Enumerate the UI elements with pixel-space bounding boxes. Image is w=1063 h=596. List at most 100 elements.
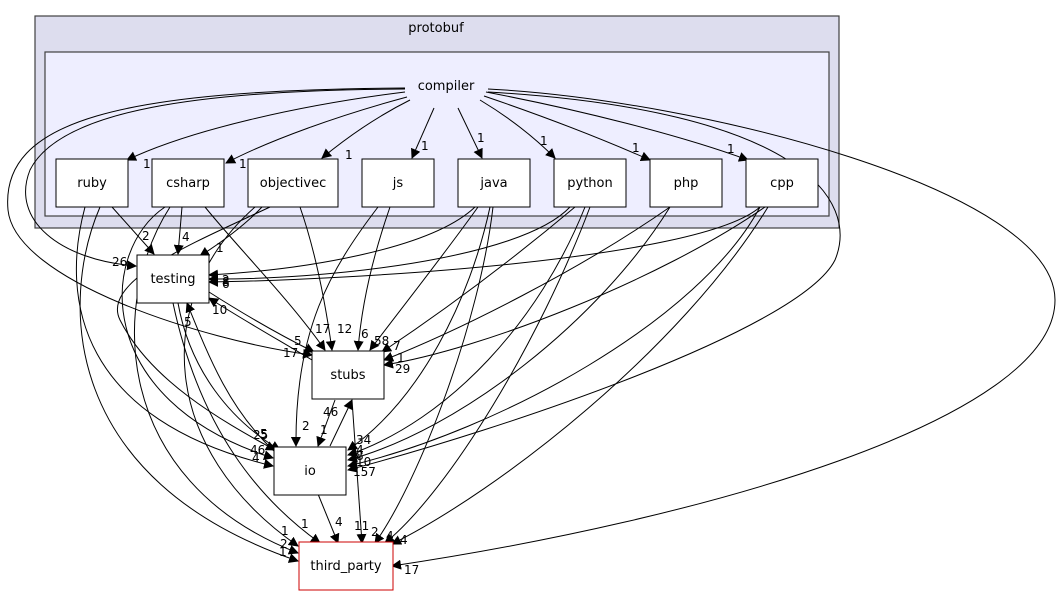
- edge-cpp-stubs: [383, 206, 766, 369]
- node-ruby[interactable]: ruby: [55, 158, 129, 208]
- edge-label: 4: [182, 230, 190, 244]
- edge-label: 1: [477, 131, 485, 145]
- node-third-party-label: third_party: [310, 559, 381, 574]
- edge-io-stubs: [329, 399, 353, 447]
- node-io-label: io: [304, 464, 316, 479]
- node-objectivec-label: objectivec: [260, 176, 327, 191]
- edge-compiler-testing: [25, 88, 406, 271]
- edge-label: 29: [395, 362, 410, 376]
- edge-label: 17: [315, 322, 330, 336]
- edge-compiler-java: [457, 107, 483, 159]
- edge-label: 4: [356, 443, 364, 457]
- edge-php-io: [347, 206, 671, 463]
- edge-testing-thirdparty: [172, 302, 321, 544]
- edge-python-io: [347, 206, 586, 457]
- edge-label: 6: [222, 277, 230, 291]
- edge-label: 1: [143, 157, 151, 171]
- edge-csharp-stubs: [204, 206, 326, 351]
- node-testing[interactable]: testing: [136, 254, 210, 304]
- node-java[interactable]: java: [457, 158, 531, 208]
- edge-label: 10: [212, 303, 227, 317]
- edge-objectivec-testing: [199, 206, 263, 257]
- edge-csharp-thirdparty: [134, 206, 299, 555]
- node-js[interactable]: js: [361, 158, 435, 208]
- edge-label: 1: [345, 148, 353, 162]
- node-io[interactable]: io: [273, 446, 347, 496]
- edge-label: 157: [353, 465, 376, 479]
- edge-objectivec-io: [117, 206, 276, 451]
- edge-label: 1: [540, 134, 548, 148]
- edge-compiler-cpp: [485, 91, 749, 162]
- edge-cpp-io: [347, 206, 761, 469]
- edge-cpp-testing: [208, 206, 761, 287]
- node-objectivec[interactable]: objectivec: [247, 158, 339, 208]
- edge-label: 1: [279, 545, 287, 559]
- edge-label: 2: [222, 273, 230, 287]
- edge-testing-io: [177, 302, 281, 451]
- edge-label: 1: [301, 517, 309, 531]
- edge-label: 4: [386, 529, 394, 543]
- edge-python-thirdparty: [384, 206, 591, 544]
- edge-label: 2: [371, 525, 379, 539]
- edge-csharp-io: [121, 206, 274, 461]
- edge-testing-stubs: [208, 291, 315, 353]
- node-csharp[interactable]: csharp: [151, 158, 225, 208]
- cluster-compiler-label: compiler: [418, 79, 475, 94]
- edge-label: 2: [302, 419, 310, 433]
- edge-python-testing: [208, 206, 571, 285]
- edge-label: 4: [252, 451, 260, 465]
- edge-compiler-stubs: [7, 87, 406, 359]
- edge-io-testing: [185, 302, 276, 453]
- edge-label: 58: [374, 334, 389, 348]
- edge-python-stubs: [381, 206, 576, 353]
- edge-label: 4: [335, 515, 343, 529]
- edge-compiler-ruby: [126, 91, 406, 161]
- edge-cpp-thirdparty: [391, 206, 769, 545]
- edge-label: 17: [283, 346, 298, 360]
- edge-label: 1: [727, 142, 735, 156]
- edge-label: 34: [356, 433, 371, 447]
- edge-label: 2: [142, 229, 150, 243]
- edge-label: 2: [280, 537, 288, 551]
- edge-label: 46: [250, 443, 265, 457]
- edge-js-io: [290, 206, 379, 447]
- node-testing-label: testing: [150, 272, 195, 287]
- edge-label: 1: [239, 157, 247, 171]
- edge-label: 1: [421, 139, 429, 153]
- edges: [7, 87, 1056, 570]
- node-stubs-label: stubs: [330, 368, 365, 383]
- edge-js-stubs: [353, 206, 391, 351]
- node-cpp[interactable]: cpp: [745, 158, 819, 208]
- edge-label: 17: [404, 563, 419, 577]
- edge-java-thirdparty: [374, 206, 494, 544]
- node-js-label: js: [392, 176, 404, 191]
- node-python[interactable]: python: [553, 158, 627, 208]
- edge-io-thirdparty: [317, 493, 340, 544]
- edge-label: 1: [397, 351, 405, 365]
- edge-stubs-testing: [208, 297, 313, 361]
- edge-label: 7: [393, 339, 401, 353]
- edge-label: 46: [323, 405, 338, 419]
- edge-label: 25: [253, 428, 268, 442]
- edge-compiler-csharp: [225, 96, 408, 164]
- node-csharp-label: csharp: [166, 176, 210, 191]
- edge-label: 1: [216, 241, 224, 255]
- node-python-label: python: [567, 176, 612, 191]
- edge-java-io: [347, 206, 491, 451]
- node-third-party[interactable]: third_party: [298, 541, 394, 591]
- node-java-label: java: [479, 176, 507, 191]
- edge-label: 8: [356, 449, 364, 463]
- edge-ruby-io: [75, 206, 274, 469]
- edge-ruby-testing: [111, 206, 155, 255]
- edge-labels: 1 1 1 1 1 1 1 1 26 17 17 2 4 1 2 8 6 10 …: [112, 131, 735, 577]
- edge-label: 6: [361, 327, 369, 341]
- edge-compiler-thirdparty: [391, 88, 1056, 570]
- edge-label: 1: [632, 141, 640, 155]
- edge-label: 12: [337, 322, 352, 336]
- node-stubs[interactable]: stubs: [311, 350, 385, 400]
- cluster-protobuf-label: protobuf: [408, 21, 464, 36]
- node-php[interactable]: php: [649, 158, 723, 208]
- node-ruby-label: ruby: [77, 176, 107, 191]
- edge-stubs-io: [316, 399, 336, 447]
